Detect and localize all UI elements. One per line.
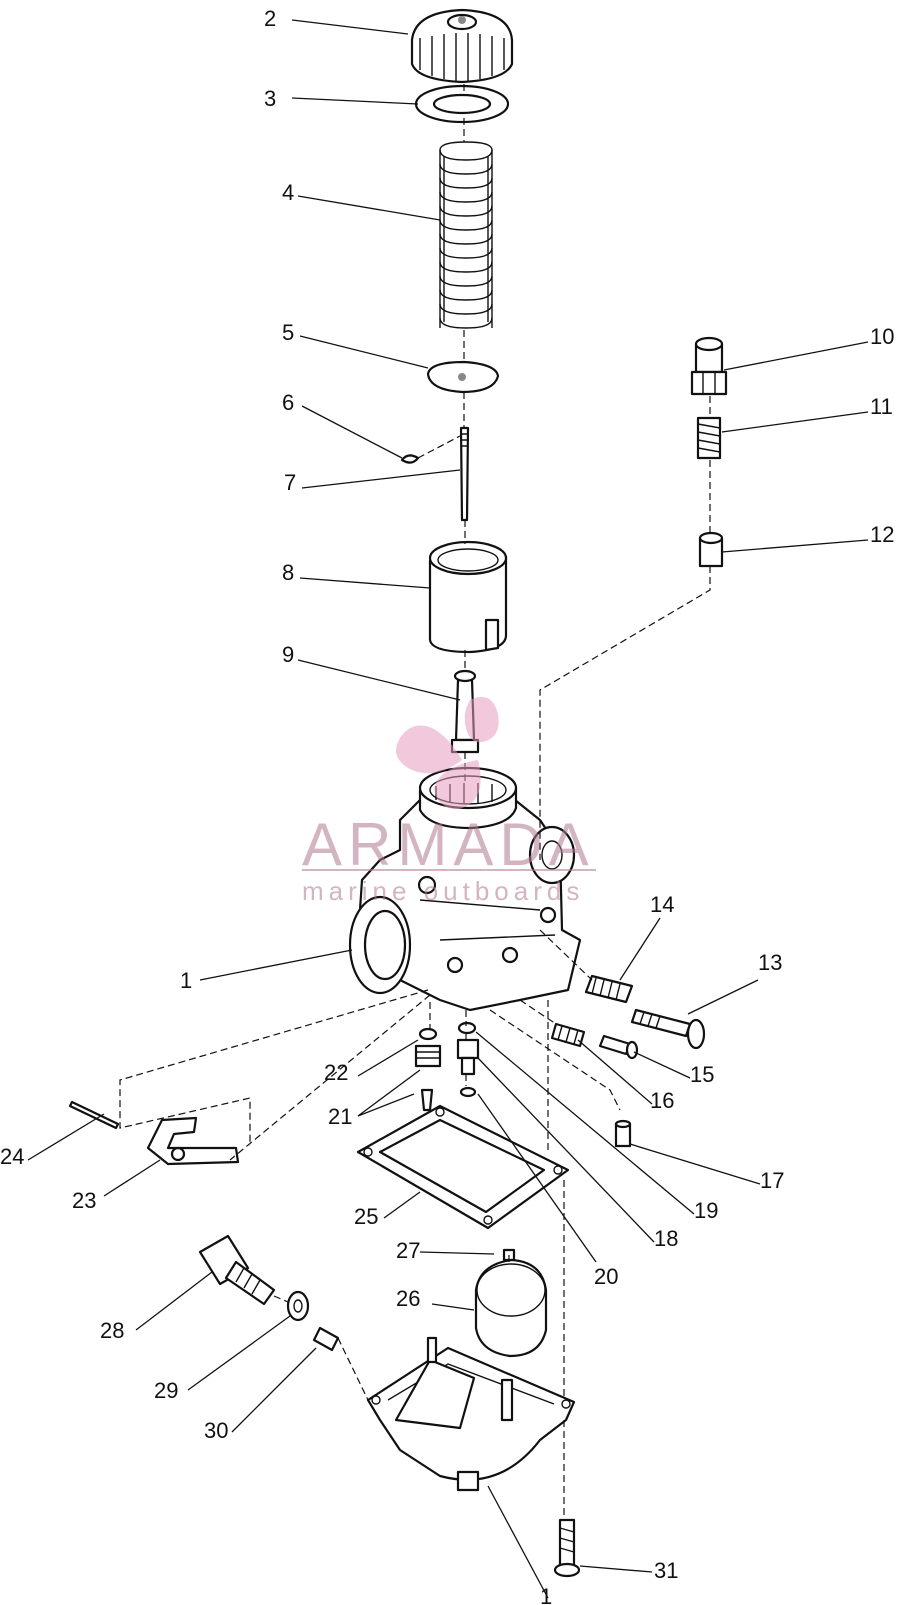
watermark: ARMADA marine outboards (302, 697, 596, 906)
part-17-bolt (614, 1119, 632, 1148)
callout-1-upper: 1 (180, 968, 192, 993)
callout-12: 12 (870, 522, 894, 547)
callout-18: 18 (654, 1226, 678, 1251)
part-7-needle (459, 426, 470, 522)
part-8-slide (428, 540, 508, 654)
callout-27: 27 (396, 1238, 420, 1263)
callout-20: 20 (594, 1264, 618, 1289)
callout-28: 28 (100, 1318, 124, 1343)
callout-9: 9 (282, 642, 294, 667)
callout-10: 10 (870, 324, 894, 349)
leader-lines (27, 19, 869, 1599)
part-2-cap (410, 8, 514, 84)
part-31-screw (553, 1518, 581, 1578)
part-24-rod (68, 1100, 120, 1130)
callout-24: 24 (0, 1144, 24, 1169)
callout-8: 8 (282, 560, 294, 585)
callout-30: 30 (204, 1418, 228, 1443)
callout-23: 23 (72, 1188, 96, 1213)
part-6-clip (400, 454, 420, 464)
part-29-washer (286, 1290, 310, 1322)
part-20-ring (459, 1086, 477, 1098)
callout-15: 15 (690, 1062, 714, 1087)
callout-5: 5 (282, 320, 294, 345)
part-1-body (348, 766, 582, 1012)
callout-1-lower: 1 (540, 1584, 552, 1605)
part-12-cap (698, 531, 724, 568)
callout-19: 19 (694, 1198, 718, 1223)
propeller-logo-icon (396, 697, 499, 810)
part-5-plate (426, 360, 500, 394)
part-4-spring (439, 141, 493, 329)
callout-25: 25 (354, 1204, 378, 1229)
callout-labels: 2 3 4 5 6 7 8 9 10 11 12 13 14 15 16 17 … (0, 6, 894, 1605)
part-10-adjuster (690, 336, 728, 396)
part-11-spring (696, 416, 722, 460)
callout-4: 4 (282, 180, 294, 205)
callout-7: 7 (284, 470, 296, 495)
callout-6: 6 (282, 390, 294, 415)
callout-11: 11 (870, 394, 893, 419)
callout-13: 13 (758, 950, 782, 975)
part-18-jet (456, 1038, 480, 1076)
callout-14: 14 (650, 892, 674, 917)
part-22-ring (418, 1027, 438, 1041)
part-28-bolt (198, 1234, 276, 1306)
callout-31: 31 (654, 1558, 678, 1583)
watermark-brand: ARMADA (302, 811, 595, 878)
callout-26: 26 (396, 1286, 420, 1311)
callout-21: 21 (328, 1104, 352, 1129)
callout-22: 22 (324, 1060, 348, 1085)
part-30-fitting (312, 1326, 340, 1352)
part-13-screw (630, 1008, 706, 1050)
part-1-float-bowl (366, 1336, 576, 1492)
part-21-jet (414, 1044, 442, 1112)
callout-2: 2 (264, 6, 276, 31)
part-25-gasket (356, 1104, 570, 1230)
watermark-tagline: marine outboards (302, 876, 584, 906)
part-3-washer (414, 84, 510, 124)
part-15-screw (598, 1034, 639, 1060)
part-23-lever (146, 1116, 240, 1166)
callout-17: 17 (760, 1168, 784, 1193)
part-19-washer (457, 1021, 477, 1035)
callout-29: 29 (154, 1378, 178, 1403)
part-16-spring (550, 1022, 586, 1048)
callout-3: 3 (264, 86, 276, 111)
callout-16: 16 (650, 1088, 674, 1113)
part-26-float (474, 1258, 548, 1358)
part-14-spring (584, 974, 634, 1004)
